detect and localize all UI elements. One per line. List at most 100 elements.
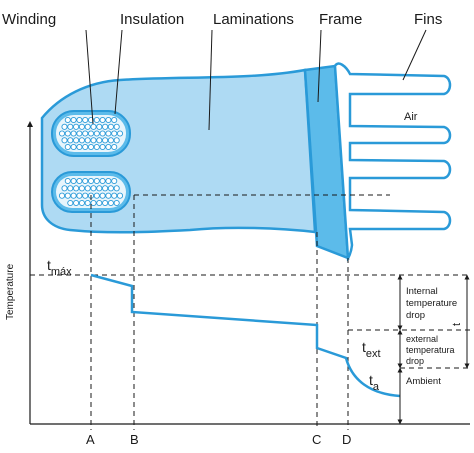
wire-strand (96, 199, 103, 207)
wire-strand (82, 192, 89, 199)
wire-strand (76, 143, 83, 151)
wire-strand (102, 199, 109, 207)
wire-strand (107, 199, 114, 207)
fins-body (333, 62, 452, 262)
wire-strand (102, 185, 109, 192)
wire-strand (67, 123, 74, 130)
wire-strand (107, 137, 114, 144)
wire-strand (84, 185, 91, 192)
wire-strand (61, 137, 68, 144)
wire-strand (58, 130, 66, 137)
wire-strand (70, 116, 77, 124)
marker-b: B (130, 432, 139, 447)
wire-strand (70, 130, 77, 137)
wire-strand (105, 177, 112, 185)
wire-strand (76, 116, 83, 124)
leader-fins (402, 29, 427, 81)
wire-strand (116, 192, 124, 199)
wire-strand (105, 143, 112, 151)
leader-winding (85, 29, 94, 125)
wire-strand (113, 137, 120, 144)
wire-strand (96, 123, 103, 130)
leader-laminations (208, 29, 213, 131)
wire-strand (84, 123, 91, 130)
wire-strand (111, 177, 118, 185)
wire-strand (99, 177, 106, 185)
internal-line-3: drop (406, 310, 425, 321)
wire-strand (105, 116, 112, 124)
wire-strand (78, 185, 85, 192)
wire-strand (64, 143, 71, 151)
wire-strand (82, 116, 89, 124)
wire-strand (78, 123, 85, 130)
wire-strand (73, 199, 80, 207)
wire-strand (70, 143, 77, 151)
temperature-profile (90, 273, 401, 398)
wire-strand (61, 123, 68, 130)
header-laminations: Laminations (213, 11, 294, 28)
total-drop-label: t (451, 323, 463, 326)
header-fins: Fins (414, 11, 442, 28)
t-a-label: ta (369, 372, 380, 393)
wire-strand (90, 123, 97, 130)
wire-strand (99, 192, 106, 199)
wire-strand (73, 123, 80, 130)
ambient-text: Ambient (406, 376, 441, 387)
t-max-label: tmáx (47, 257, 72, 278)
y-axis-label: Temperature (5, 263, 16, 320)
wire-strand (78, 199, 85, 207)
wire-strand (99, 116, 106, 124)
wire-strand (107, 185, 114, 192)
wire-strand (84, 137, 91, 144)
marker-a: A (86, 432, 95, 447)
wire-strand (99, 143, 106, 151)
wire-strand (105, 192, 112, 199)
wire-strand (58, 192, 66, 199)
external-line-3: drop (406, 356, 424, 366)
leader-insulation (114, 29, 123, 115)
wire-strand (105, 130, 112, 137)
external-line-1: external (406, 334, 438, 344)
header-frame: Frame (319, 11, 362, 28)
wire-strand (64, 177, 71, 185)
marker-c: C (312, 432, 321, 447)
wire-strand (73, 137, 80, 144)
wire-strand (113, 185, 120, 192)
wire-strand (107, 123, 114, 130)
wire-strand (76, 192, 83, 199)
wire-strand (96, 137, 103, 144)
wire-strand (76, 130, 83, 137)
wire-strand (90, 185, 97, 192)
wire-strand (111, 116, 118, 124)
wire-strand (67, 199, 74, 207)
wire-strand (116, 130, 124, 137)
external-line-2: temperatura (406, 345, 455, 355)
wire-strand (90, 199, 97, 207)
winding-wires-upper (58, 116, 124, 151)
wire-strand (64, 130, 71, 137)
wire-strand (90, 137, 97, 144)
external-drop-text: external temperatura drop (406, 334, 455, 366)
wire-strand (76, 177, 83, 185)
wire-strand (70, 192, 77, 199)
wire-strand (93, 177, 100, 185)
t-ext-label: text (362, 339, 381, 360)
wire-strand (113, 123, 120, 130)
wire-strand (102, 137, 109, 144)
wire-strand (82, 130, 89, 137)
wire-strand (64, 192, 71, 199)
wire-strand (73, 185, 80, 192)
winding-wires-lower (58, 177, 124, 207)
dimension-arrows (397, 274, 470, 425)
wire-strand (78, 137, 85, 144)
leader-frame (317, 29, 322, 103)
wire-strand (64, 116, 71, 124)
wire-strand (93, 116, 100, 124)
wire-strand (87, 143, 95, 151)
marker-d: D (342, 432, 351, 447)
wire-strand (99, 130, 106, 137)
wire-strand (111, 143, 118, 151)
header-winding: Winding (2, 11, 56, 28)
